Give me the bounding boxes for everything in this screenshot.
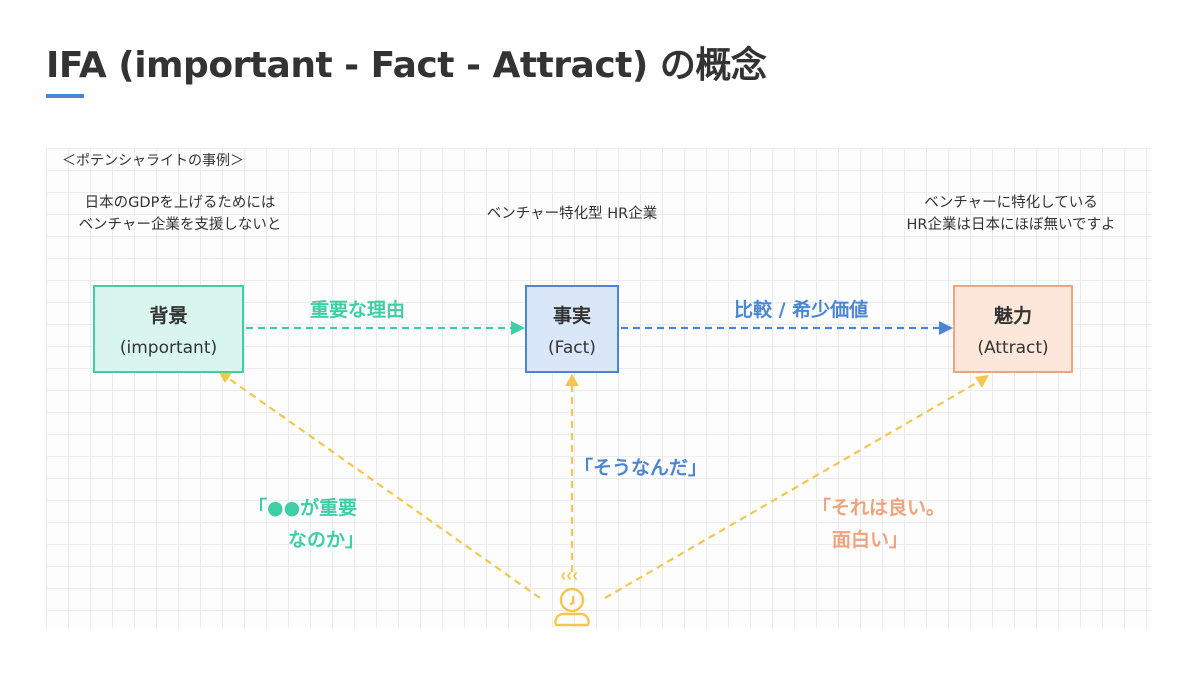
reaction-center: 「そうなんだ」	[574, 457, 708, 479]
attract-box-subtitle: (Attract)	[977, 337, 1049, 358]
background-box-title: 背景	[149, 304, 188, 327]
description-right-line: HR企業は日本にほぼ無いですよ	[906, 217, 1116, 233]
arrow-compare-head	[939, 321, 953, 335]
arrow-reason-head	[511, 321, 525, 335]
label-compare: 比較 / 希少価値	[734, 299, 869, 321]
title-underline	[46, 94, 84, 98]
arrow-person-to-fact-head	[565, 374, 579, 386]
attract-box-title: 魅力	[993, 304, 1032, 327]
background-box: 背景 (important)	[93, 285, 244, 373]
reaction-right-line: 面白い」	[832, 529, 909, 551]
description-left-line: 日本のGDPを上げるためには	[84, 195, 276, 211]
attract-box: 魅力 (Attract)	[953, 285, 1073, 373]
example-caption: ＜ポテンシャライトの事例＞	[62, 153, 244, 169]
description-right: ベンチャーに特化している HR企業は日本にほぼ無いですよ	[882, 192, 1140, 236]
fact-box-title: 事実	[552, 304, 591, 327]
arrow-person-to-background	[227, 377, 541, 599]
description-left-line: ベンチャー企業を支援しないと	[78, 217, 282, 233]
page-title: IFA (important - Fact - Attract) の概念	[46, 45, 767, 86]
background-box-subtitle: (important)	[119, 337, 218, 358]
reaction-left: 「●●が重要 なのか」	[248, 492, 364, 556]
reaction-left-line: 「●●が重要	[248, 497, 358, 519]
reaction-right-line: 「それは良い。	[812, 497, 946, 519]
description-left: 日本のGDPを上げるためには ベンチャー企業を支援しないと	[58, 192, 302, 236]
arrow-person-to-attract-head	[975, 375, 989, 388]
description-center: ベンチャー特化型 HR企業	[452, 203, 692, 225]
arrow-person-to-attract	[604, 381, 979, 599]
fact-box-subtitle: (Fact)	[548, 337, 596, 358]
description-right-line: ベンチャーに特化している	[924, 195, 1098, 211]
label-reason: 重要な理由	[310, 299, 406, 321]
description-center-line: ベンチャー特化型 HR企業	[486, 206, 658, 222]
fact-box: 事実 (Fact)	[525, 285, 619, 373]
grid-background	[46, 148, 1152, 628]
arrow-person-to-background-head	[218, 371, 232, 383]
reaction-left-line: なのか」	[288, 529, 365, 551]
thinking-person-icon	[554, 572, 590, 627]
reaction-right: 「それは良い。 面白い」	[812, 492, 945, 556]
